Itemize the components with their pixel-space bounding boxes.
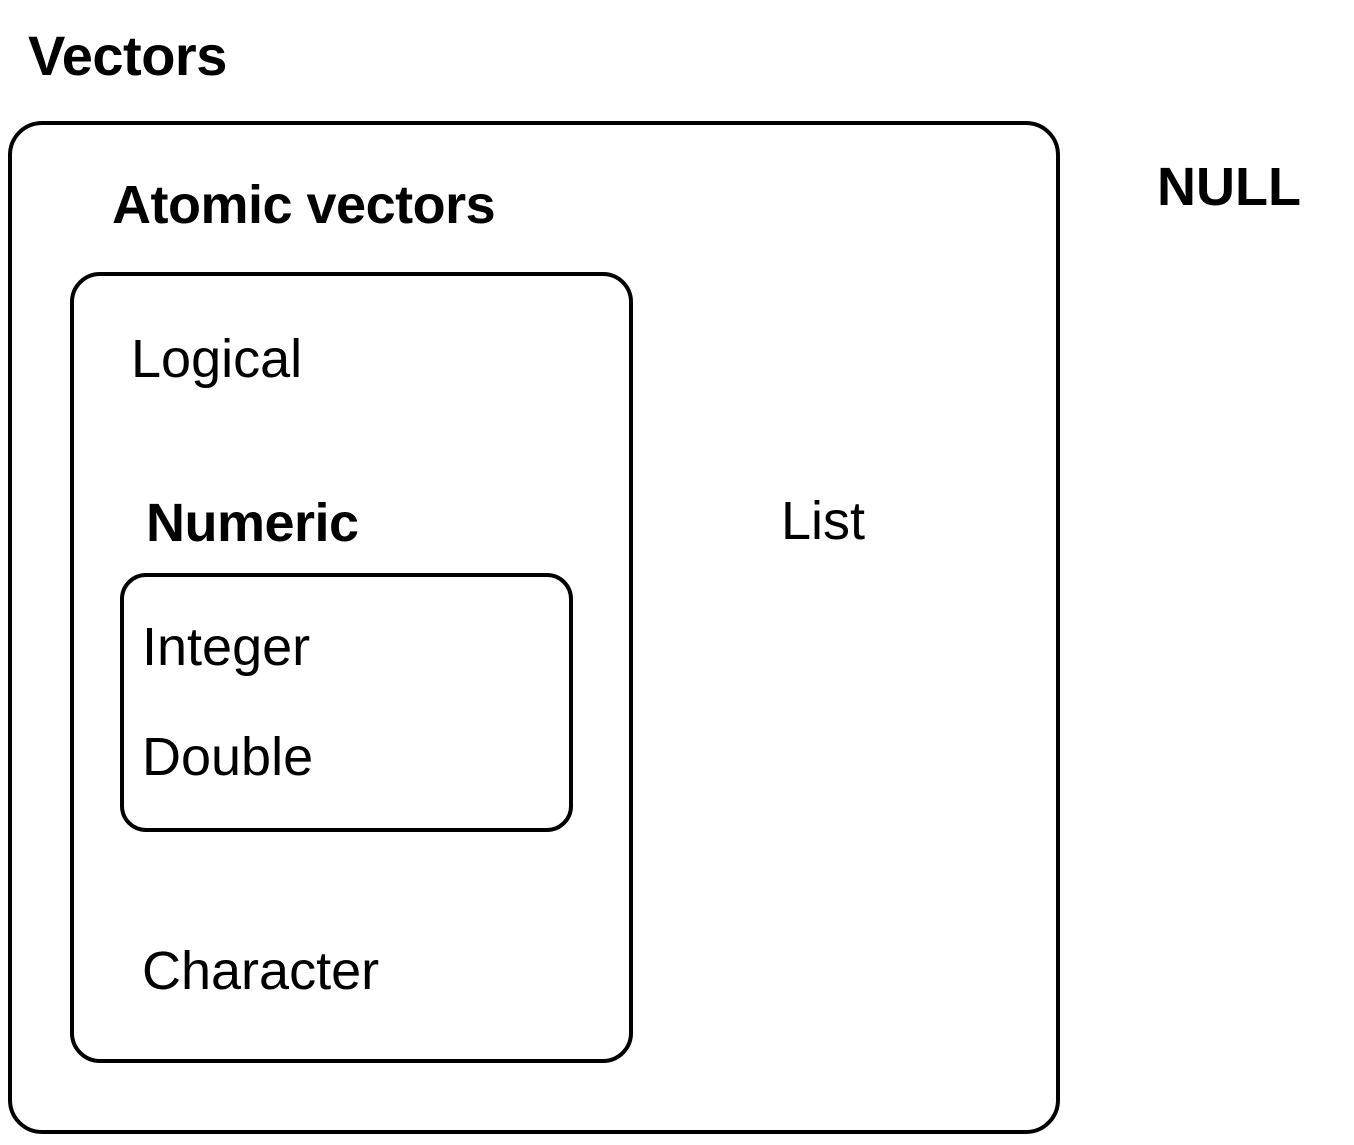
vectors-title: Vectors xyxy=(28,24,227,87)
list-label: List xyxy=(781,491,866,551)
character-label: Character xyxy=(142,941,380,1001)
atomic-vectors-box xyxy=(70,272,633,1063)
numeric-label: Numeric xyxy=(146,493,359,553)
null-label: NULL xyxy=(1157,157,1301,217)
double-label: Double xyxy=(142,727,314,787)
vectors-box xyxy=(8,121,1060,1134)
integer-label: Integer xyxy=(142,617,311,677)
numeric-box xyxy=(120,573,573,832)
logical-label: Logical xyxy=(131,329,303,389)
atomic-vectors-label: Atomic vectors xyxy=(112,175,496,235)
